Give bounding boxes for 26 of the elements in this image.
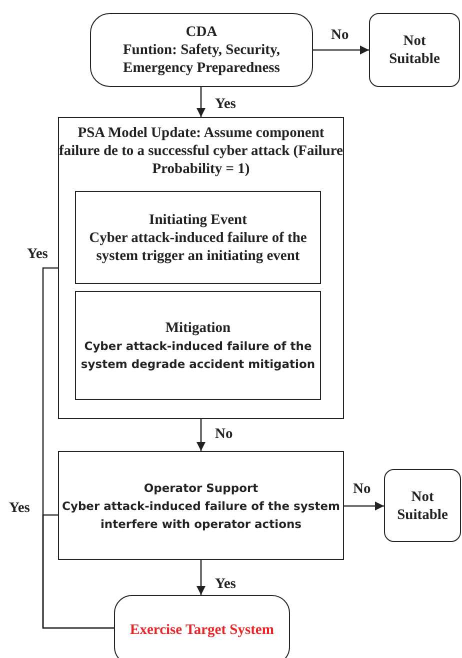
arrow <box>313 46 369 54</box>
box-text: Cyber attack-induced failure of the system trigger an initiating event <box>88 228 308 264</box>
terminal-box <box>90 13 313 87</box>
process-box <box>75 291 321 400</box>
box-heading: Operator Support <box>144 480 258 496</box>
box-text: Cyber attack-induced failure of the system interfere with operator actions <box>61 498 341 532</box>
terminal-box <box>384 469 461 542</box>
box-heading: Initiating Event <box>149 210 247 228</box>
connector-line <box>42 514 114 629</box>
process-box <box>58 117 344 419</box>
process-box <box>75 191 321 284</box>
box-heading: Mitigation <box>165 318 231 336</box>
box-text: Cyber attack-induced failure of the system degrade accident mitigation <box>80 338 316 372</box>
terminal-box <box>114 595 290 658</box>
arrow <box>196 87 206 117</box>
box-text: PSA Model Update: Assume component failure de to a successful cyber attack (Failure Probability = 1) <box>59 124 343 178</box>
terminal-box <box>369 13 460 87</box>
process-box <box>58 451 344 560</box>
box-text: Exercise Target System <box>130 621 274 639</box>
arrow <box>344 502 384 510</box>
arrow <box>196 560 206 595</box>
box-text: Not Suitable <box>388 32 441 68</box>
box-heading: CDA <box>186 23 218 41</box>
box-text: Not Suitable <box>396 488 449 524</box>
arrow <box>196 419 206 451</box>
box-text: Funtion: Safety, Security, Emergency Preparedness <box>122 41 282 77</box>
